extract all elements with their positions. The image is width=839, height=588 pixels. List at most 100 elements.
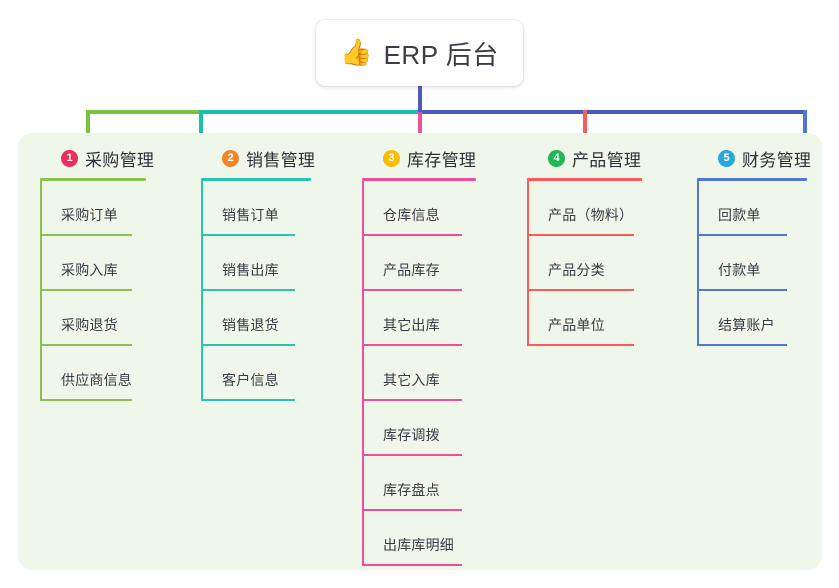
- leaf-underline: [42, 399, 132, 401]
- leaf-item[interactable]: 其它入库: [362, 346, 476, 401]
- branch-underline-4: [527, 178, 642, 181]
- leaf-spine: [40, 291, 42, 346]
- leaf-underline: [699, 289, 787, 291]
- leaf-underline: [203, 399, 295, 401]
- leaf-spine: [527, 181, 529, 236]
- leaf-label: 采购退货: [61, 317, 118, 333]
- branch-title-5: 财务管理: [742, 150, 812, 170]
- leaf-item[interactable]: 回款单: [697, 181, 811, 236]
- leaf-spine: [362, 456, 364, 511]
- leaf-label: 其它入库: [383, 372, 440, 388]
- leaf-spine: [201, 181, 203, 236]
- leaf-underline: [529, 289, 634, 291]
- leaf-item[interactable]: 客户信息: [201, 346, 315, 401]
- leaf-spine: [362, 236, 364, 291]
- leaf-underline: [42, 289, 132, 291]
- leaf-spine: [362, 401, 364, 456]
- leaf-spine: [527, 236, 529, 291]
- leaf-item[interactable]: 其它出库: [362, 291, 476, 346]
- leaf-label: 产品（物料）: [548, 207, 634, 223]
- leaf-item[interactable]: 销售退货: [201, 291, 315, 346]
- leaf-label: 产品分类: [548, 262, 605, 278]
- branch-header-2[interactable]: 2 销售管理: [201, 145, 315, 171]
- leaf-underline: [364, 509, 462, 511]
- leaf-item[interactable]: 库存调拨: [362, 401, 476, 456]
- leaf-item[interactable]: 供应商信息: [40, 346, 154, 401]
- leaf-underline: [364, 289, 462, 291]
- leaf-spine: [362, 291, 364, 346]
- branch-underline-1: [40, 178, 146, 181]
- leaf-label: 其它出库: [383, 317, 440, 333]
- branch-column-5: 5 财务管理回款单付款单结算账户: [697, 145, 811, 346]
- leaf-item[interactable]: 采购订单: [40, 181, 154, 236]
- leaf-underline: [203, 289, 295, 291]
- leaf-spine: [362, 346, 364, 401]
- leaf-item[interactable]: 产品分类: [527, 236, 642, 291]
- branch-header-3[interactable]: 3 库存管理: [362, 145, 476, 171]
- leaf-spine: [362, 511, 364, 566]
- diagram-panel: [18, 133, 822, 570]
- leaf-underline: [529, 344, 634, 346]
- leaf-item[interactable]: 库存盘点: [362, 456, 476, 511]
- branch-title-2: 销售管理: [246, 150, 316, 170]
- root-node[interactable]: 👍 ERP 后台: [316, 20, 523, 86]
- root-title: ERP 后台: [383, 39, 499, 70]
- leaf-item[interactable]: 仓库信息: [362, 181, 476, 236]
- leaf-spine: [697, 236, 699, 291]
- leaf-label: 客户信息: [222, 372, 279, 388]
- branch-underline-3: [362, 178, 476, 181]
- branch-badge-3: 3: [383, 149, 400, 167]
- leaf-item[interactable]: 采购入库: [40, 236, 154, 291]
- leaf-label: 供应商信息: [61, 372, 132, 388]
- leaf-underline: [364, 234, 462, 236]
- leaf-item[interactable]: 销售订单: [201, 181, 315, 236]
- leaf-spine: [697, 291, 699, 346]
- leaf-spine: [697, 181, 699, 236]
- branch-column-2: 2 销售管理销售订单销售出库销售退货客户信息: [201, 145, 315, 401]
- leaf-label: 结算账户: [718, 317, 775, 333]
- leaf-item[interactable]: 产品单位: [527, 291, 642, 346]
- leaf-spine: [201, 236, 203, 291]
- branch-badge-1: 1: [61, 149, 78, 167]
- leaf-spine: [40, 236, 42, 291]
- branch-underline-5: [697, 178, 807, 181]
- branch-title-4: 产品管理: [572, 150, 642, 170]
- branch-badge-2: 2: [222, 149, 239, 167]
- branch-column-4: 4 产品管理产品（物料） 产品分类产品单位: [527, 145, 642, 346]
- leaf-label: 产品单位: [548, 317, 605, 333]
- leaf-label: 回款单: [718, 207, 761, 223]
- thumbs-up-icon: 👍: [340, 37, 373, 67]
- branch-badge-4: 4: [548, 149, 565, 167]
- leaf-spine: [362, 181, 364, 236]
- leaf-item[interactable]: 产品（物料）: [527, 181, 642, 236]
- leaf-item[interactable]: 结算账户: [697, 291, 811, 346]
- leaf-underline: [364, 454, 462, 456]
- leaf-item[interactable]: 产品库存: [362, 236, 476, 291]
- branch-header-4[interactable]: 4 产品管理: [527, 145, 642, 171]
- branch-badge-5: 5: [718, 149, 735, 167]
- leaf-label: 库存盘点: [383, 482, 440, 498]
- branch-header-5[interactable]: 5 财务管理: [697, 145, 811, 171]
- branch-column-3: 3 库存管理仓库信息产品库存其它出库其它入库库存调拨库存盘点出库库明细: [362, 145, 476, 566]
- leaf-underline: [699, 234, 787, 236]
- leaf-label: 销售出库: [222, 262, 279, 278]
- branch-title-3: 库存管理: [407, 150, 477, 170]
- leaf-label: 采购订单: [61, 207, 118, 223]
- leaf-underline: [42, 344, 132, 346]
- leaf-label: 采购入库: [61, 262, 118, 278]
- leaf-spine: [40, 181, 42, 236]
- leaf-label: 销售订单: [222, 207, 279, 223]
- leaf-item[interactable]: 采购退货: [40, 291, 154, 346]
- leaf-label: 产品库存: [383, 262, 440, 278]
- leaf-item[interactable]: 销售出库: [201, 236, 315, 291]
- leaf-item[interactable]: 付款单: [697, 236, 811, 291]
- leaf-label: 仓库信息: [383, 207, 440, 223]
- leaf-spine: [201, 346, 203, 401]
- leaf-item[interactable]: 出库库明细: [362, 511, 476, 566]
- branch-items-3: 仓库信息产品库存其它出库其它入库库存调拨库存盘点出库库明细: [362, 181, 476, 566]
- leaf-label: 付款单: [718, 262, 761, 278]
- leaf-spine: [201, 291, 203, 346]
